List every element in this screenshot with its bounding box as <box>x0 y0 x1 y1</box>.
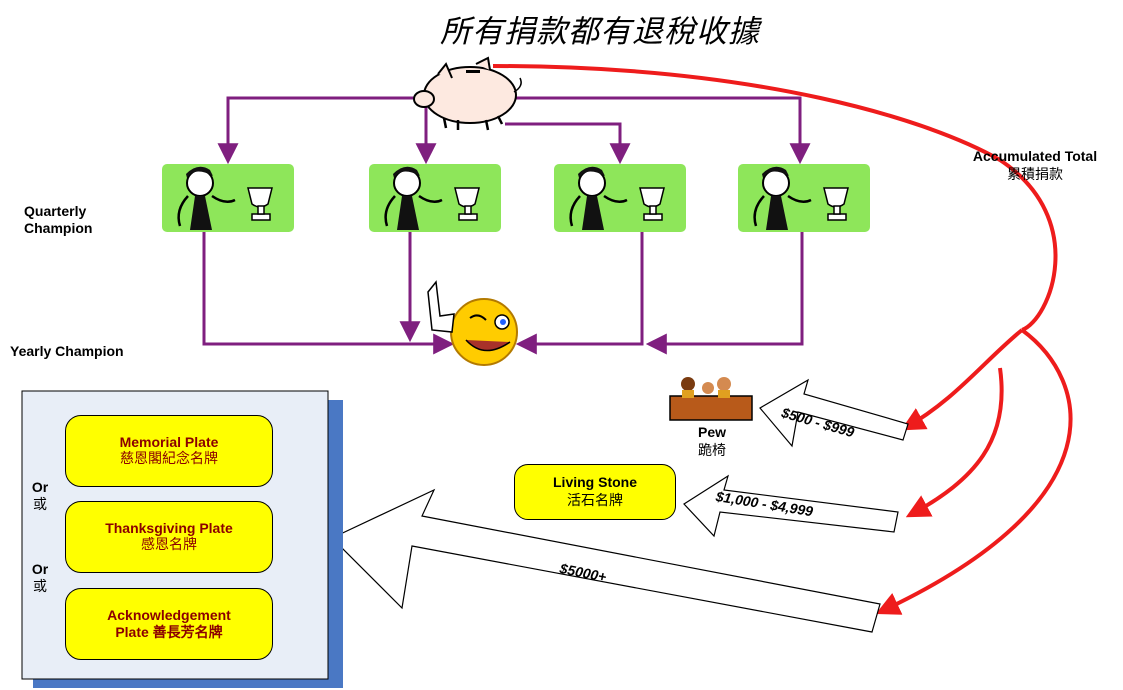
yearly-champion-label: Yearly Champion <box>10 343 124 359</box>
quarterly-label-line1: Quarterly <box>24 203 87 219</box>
champion-person-icon <box>177 166 236 230</box>
quarterly-champion-label: Quarterly Champion <box>24 203 92 237</box>
memorial-plate: Memorial Plate 慈恩閣紀念名牌 <box>65 415 273 487</box>
quarterly-champion-box <box>554 164 686 232</box>
acknowledgement-plate-en: Acknowledgement <box>107 607 231 623</box>
living-stone-en: Living Stone <box>553 474 637 490</box>
accumulated-total-zh: 累積捐款 <box>1007 167 1063 183</box>
or-label: Or 或 <box>27 560 53 596</box>
quarterly-champion-box <box>162 164 294 232</box>
pew-icon <box>669 377 753 421</box>
acknowledgement-plate: Acknowledgement Plate 善長芳名牌 <box>65 588 273 660</box>
living-stone-zh: 活石名牌 <box>567 493 623 509</box>
trophy-icon <box>639 187 665 221</box>
thanksgiving-plate-en: Thanksgiving Plate <box>105 520 233 536</box>
thanksgiving-plate: Thanksgiving Plate 感恩名牌 <box>65 501 273 573</box>
tier-arrow-plates <box>330 488 881 633</box>
trophy-icon <box>823 187 849 221</box>
pew-label-zh: 跪椅 <box>698 443 726 459</box>
red-accumulated-curves <box>492 64 1073 615</box>
winking-smiley-icon <box>427 280 518 366</box>
quarterly-champion-box <box>369 164 501 232</box>
champion-person-icon <box>753 166 812 230</box>
tier-arrow-living-stone <box>683 474 899 538</box>
or-label: Or 或 <box>27 478 53 514</box>
page-title: 所有捐款都有退稅收據 <box>440 14 760 50</box>
thanksgiving-plate-zh: 感恩名牌 <box>141 537 197 553</box>
champion-person-icon <box>384 166 443 230</box>
accumulated-total-label: Accumulated Total 累積捐款 <box>946 148 1123 184</box>
or-label-en: Or <box>31 479 49 495</box>
acknowledgement-plate-zh: Plate 善長芳名牌 <box>115 624 223 640</box>
or-label-zh: 或 <box>33 579 47 595</box>
purple-distribution-lines <box>217 96 811 165</box>
living-stone-box: Living Stone 活石名牌 <box>514 464 676 520</box>
quarterly-champion-box <box>738 164 870 232</box>
or-label-zh: 或 <box>33 497 47 513</box>
accumulated-total-en: Accumulated Total <box>972 148 1098 164</box>
tier-arrow-pew <box>759 378 909 448</box>
quarterly-label-line2: Champion <box>24 220 93 236</box>
trophy-icon <box>247 187 273 221</box>
memorial-plate-zh: 慈恩閣紀念名牌 <box>120 451 218 467</box>
or-label-en: Or <box>31 561 49 577</box>
memorial-plate-en: Memorial Plate <box>119 434 219 450</box>
piggy-bank-icon <box>413 56 522 131</box>
purple-yearly-lines <box>202 232 804 355</box>
trophy-icon <box>454 187 480 221</box>
pew-label: Pew 跪椅 <box>682 424 742 460</box>
pew-label-en: Pew <box>697 424 726 440</box>
champion-person-icon <box>569 166 628 230</box>
